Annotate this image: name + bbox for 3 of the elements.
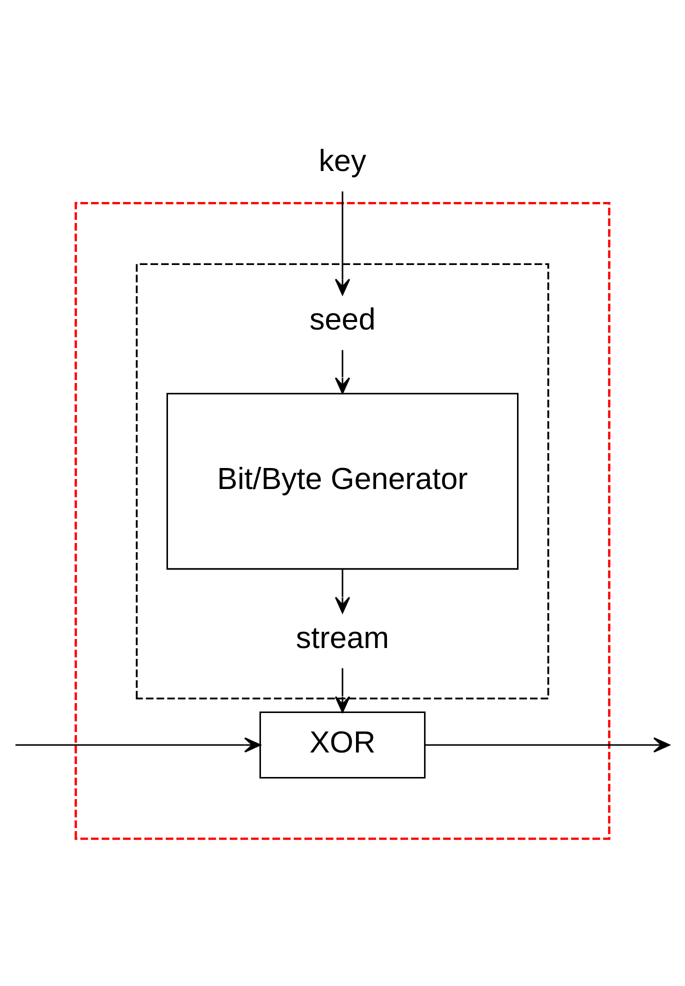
node-text: stream (296, 620, 390, 655)
node-text: key (318, 144, 366, 178)
node-text: seed (309, 302, 376, 336)
